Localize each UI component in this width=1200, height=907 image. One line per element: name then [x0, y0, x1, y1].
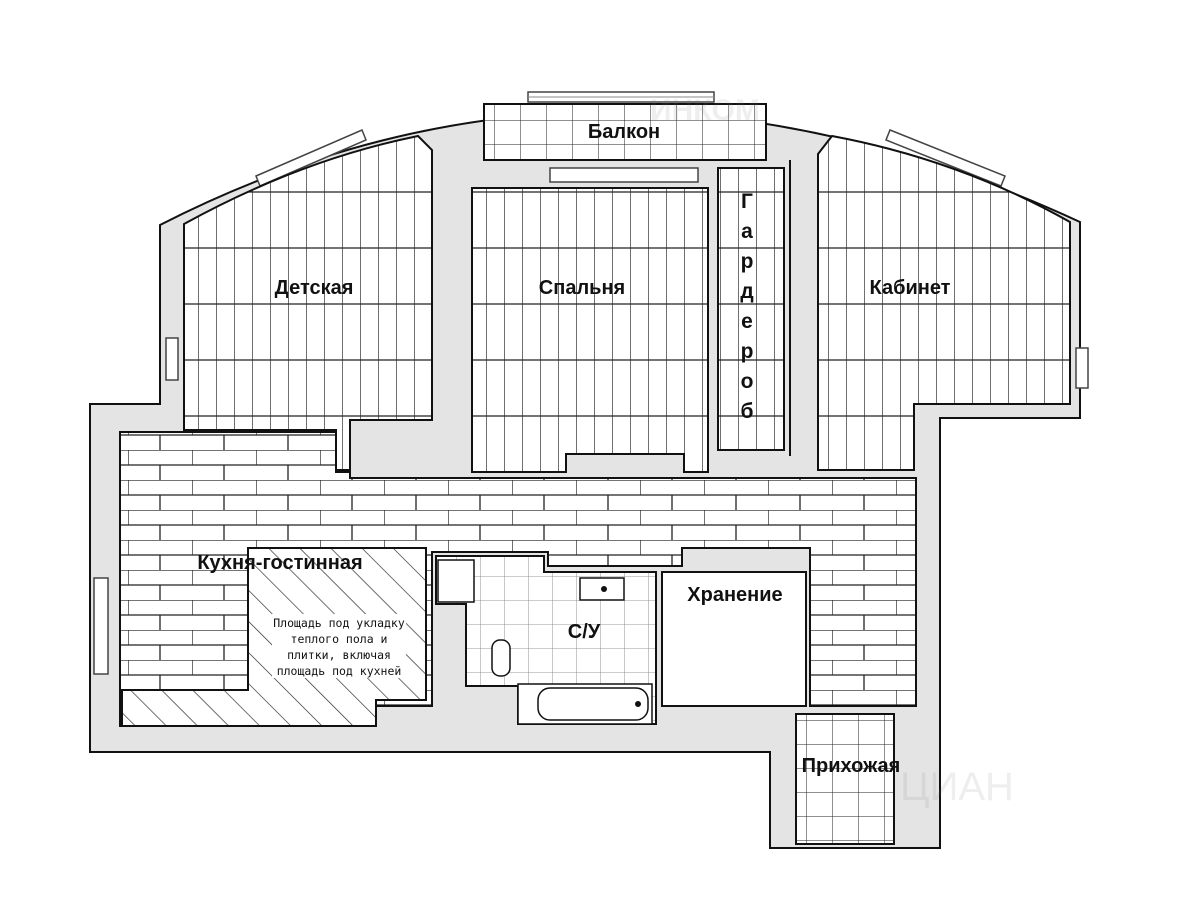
hallway-label: Прихожая: [802, 755, 901, 777]
note-line-2: теплого пола и: [291, 632, 388, 646]
study-floor: [817, 134, 1071, 471]
svg-text:ИНКОМ: ИНКОМ: [650, 94, 760, 127]
toilet-icon: [491, 639, 511, 677]
bedroom-floor: [471, 187, 709, 473]
interior-walls: [707, 160, 791, 472]
balcony-area: [483, 91, 767, 183]
storage-room: [661, 571, 807, 707]
svg-text:ЦИАН: ЦИАН: [900, 765, 1014, 809]
windows: [93, 129, 1089, 675]
wardrobe-letter: р: [741, 250, 754, 273]
wardrobe-letter: а: [741, 220, 753, 243]
kids-room-floor: [183, 134, 433, 471]
wardrobe-letter: о: [741, 370, 754, 393]
study-label: Кабинет: [870, 277, 951, 299]
wardrobe-letter: б: [741, 400, 754, 423]
heated-floor-note: Площадь под укладку теплого пола и плитк…: [272, 614, 406, 678]
bathroom-floor: [435, 555, 657, 725]
balcony-label: Балкон: [588, 121, 660, 143]
washing-machine-icon: [437, 559, 475, 603]
wardrobe-floor: [717, 167, 785, 451]
hallway-floor: [795, 713, 895, 845]
note-line-1: Площадь под укладку: [273, 616, 405, 630]
bathroom-label: С/У: [568, 621, 601, 643]
storage-label: Хранение: [687, 584, 782, 606]
watermark: ИНКОМ ЦИАН: [650, 94, 1014, 809]
kitchen-living-label: Кухня-гостинная: [197, 552, 362, 574]
drain-icon: [601, 586, 607, 592]
note-line-4: площадь под кухней: [277, 664, 402, 678]
kids-room-label: Детская: [275, 277, 354, 299]
wardrobe-letter: д: [740, 280, 753, 303]
wardrobe-letter: Г: [741, 190, 753, 213]
wardrobe-letter: р: [741, 340, 754, 363]
bedroom-label: Спальня: [539, 277, 625, 299]
wardrobe-letter: е: [741, 310, 753, 333]
note-line-3: плитки, включая: [287, 648, 391, 662]
